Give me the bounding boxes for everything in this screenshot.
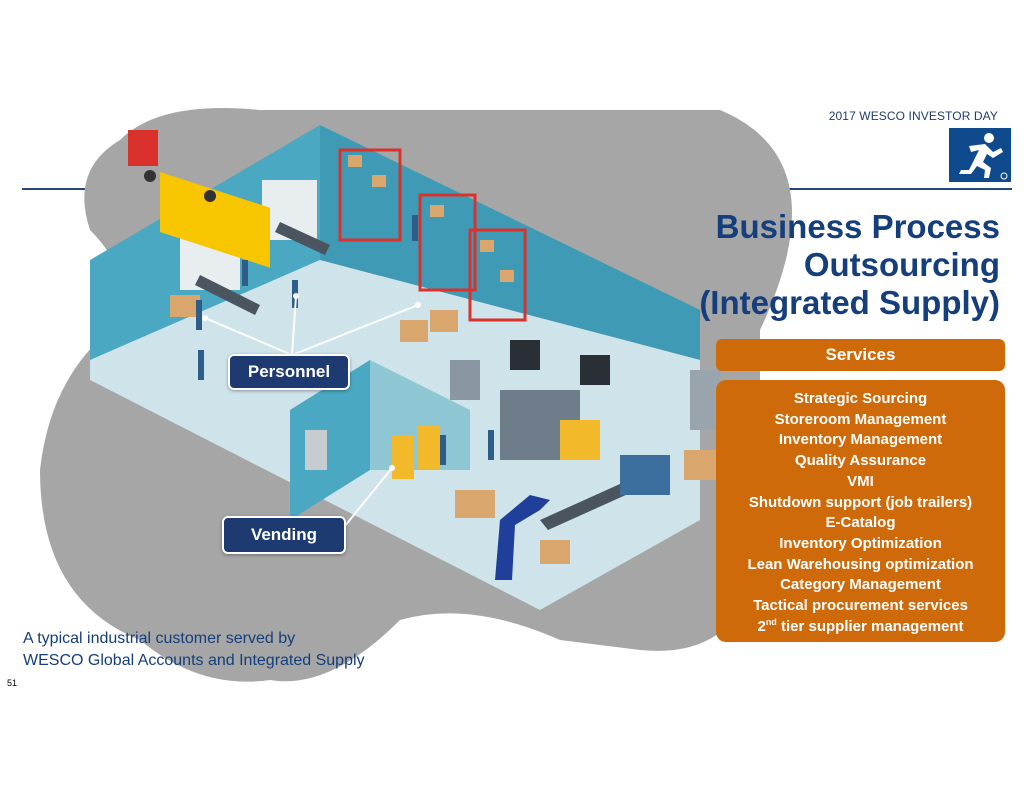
vending-room-wall — [290, 360, 370, 520]
service-item: VMI — [847, 472, 874, 490]
service-item: Tactical procurement services — [753, 597, 968, 615]
cabinet — [305, 430, 327, 470]
office-desk — [684, 450, 718, 480]
event-label: 2017 WESCO INVESTOR DAY — [828, 109, 998, 123]
service-item-suffix: tier supplier management — [776, 617, 964, 635]
page-title: Business Process Outsourcing (Integrated… — [699, 208, 1000, 322]
caption: A typical industrial customer served by … — [23, 628, 365, 672]
personnel-callout: Personnel — [228, 354, 350, 390]
service-item-prefix: 2 — [757, 617, 766, 635]
office-wall — [690, 370, 720, 430]
service-item: Storeroom Management — [774, 410, 947, 428]
service-item: 2nd tier supplier management — [716, 617, 1005, 638]
service-item-superscript: nd — [765, 616, 777, 627]
robotic-arm — [495, 495, 550, 580]
vending-callout: Vending — [222, 516, 346, 554]
back-wall-right — [320, 125, 700, 360]
service-item: Lean Warehousing optimization — [747, 555, 974, 573]
running-figure-logo-icon — [949, 128, 1011, 182]
cardboard-boxes — [170, 295, 570, 564]
callout-connector-dots — [202, 293, 421, 471]
caption-line: A typical industrial customer served by — [23, 630, 296, 647]
service-item: Shutdown support (job trailers) — [748, 493, 973, 511]
title-line: Outsourcing — [803, 246, 1000, 283]
truck-cab — [128, 130, 158, 166]
service-item: Inventory Management — [778, 431, 943, 449]
service-item: Quality Assurance — [794, 452, 927, 470]
storage-racks — [338, 148, 527, 322]
vending-machine — [392, 435, 414, 479]
service-item: E-Catalog — [825, 514, 896, 532]
service-item: Strategic Sourcing — [793, 390, 928, 407]
truck-trailer — [160, 171, 270, 268]
title-line: (Integrated Supply) — [699, 284, 1000, 321]
caption-line: WESCO Global Accounts and Integrated Sup… — [23, 652, 365, 669]
production-machinery — [450, 340, 670, 495]
vending-machine — [418, 425, 440, 469]
title-line: Business Process — [715, 208, 1000, 245]
page-number: 51 — [7, 678, 18, 688]
service-item: Category Management — [780, 576, 941, 594]
service-item: Inventory Optimization — [779, 534, 942, 552]
callout-connector-lines — [204, 295, 419, 533]
services-list: Strategic Sourcing Storeroom Management … — [716, 380, 1005, 642]
services-header: Services — [716, 339, 1005, 371]
